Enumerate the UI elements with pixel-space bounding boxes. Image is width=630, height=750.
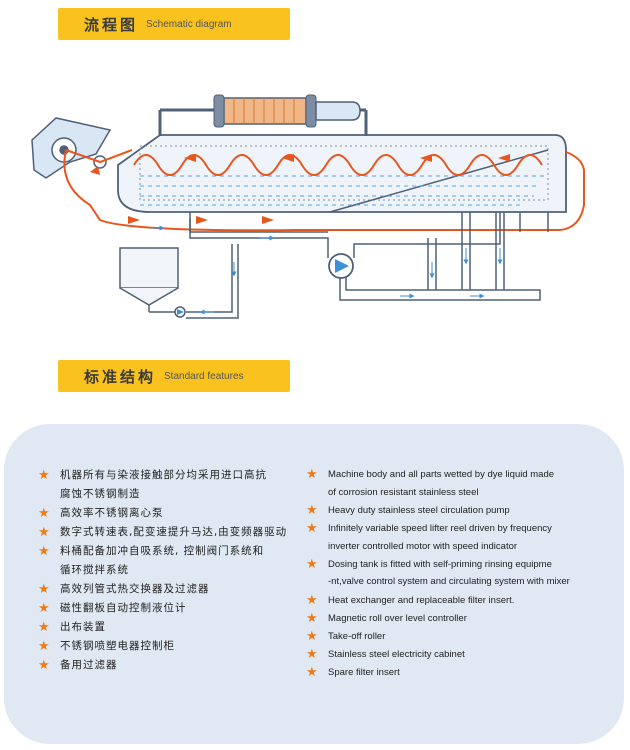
liquor-flow-arrows [150, 225, 503, 315]
feature-item: ★ Spare filter insert [306, 664, 618, 682]
feature-item: ★ 数字式转速表,配变速提升马达,由变频器驱动 [38, 523, 308, 542]
feature-item: ★ 高效率不锈钢离心泵 [38, 504, 308, 523]
feature-line: inverter controlled motor with speed ind… [328, 540, 518, 552]
feature-item: ★ 磁性翻板自动控制液位计 [38, 599, 308, 618]
feature-line: Machine body and all parts wetted by dye… [328, 469, 555, 480]
star-icon: ★ [306, 502, 318, 518]
star-icon: ★ [306, 647, 318, 663]
features-banner: 标准结构 Standard features [58, 360, 290, 392]
feature-item: ★ 高效列管式热交换器及过滤器 [38, 580, 308, 599]
feature-line: -nt,valve control system and circulating… [328, 576, 570, 588]
dyeing-tank [117, 134, 567, 213]
feature-line: 循环搅拌系统 [60, 564, 129, 576]
star-icon: ★ [38, 544, 51, 559]
feature-line: Heat exchanger and replaceable filter in… [328, 594, 515, 606]
feature-line: 机器所有与染液接触部分均采用进口高抗 [60, 469, 267, 481]
tank-supports [519, 212, 549, 232]
feature-line: 不锈钢喷塑电器控制柜 [60, 640, 175, 652]
feature-line: Magnetic roll over level controller [328, 612, 467, 624]
feature-line: 高效率不锈钢离心泵 [60, 507, 164, 519]
feature-line: Stainless steel electricity cabinet [328, 649, 465, 661]
features-title-en: Standard features [164, 370, 244, 382]
feature-item: ★ 料桶配备加冲自吸系统, 控制阀门系统和循环搅拌系统 [38, 542, 308, 580]
feature-item: ★ Infinitely variable speed lifter reel d… [306, 520, 618, 555]
dosing-tank [119, 247, 186, 318]
star-icon: ★ [306, 467, 318, 482]
star-icon: ★ [38, 658, 51, 673]
star-icon: ★ [38, 525, 51, 540]
fabric-direction-arrows [90, 154, 510, 224]
feature-item: ★ 出布装置 [38, 618, 308, 637]
star-icon: ★ [38, 582, 51, 597]
features-panel: ★ 机器所有与染液接触部分均采用进口高抗腐蚀不锈钢制造 ★ 高效率不锈钢离心泵 ★ 数字式… [4, 424, 624, 744]
feature-item: ★ Take-off roller [306, 628, 618, 646]
pump-icon [328, 253, 354, 279]
features-list-cn: ★ 机器所有与染液接触部分均采用进口高抗腐蚀不锈钢制造 ★ 高效率不锈钢离心泵 ★ 数字式… [38, 466, 308, 675]
circulation-piping [186, 212, 541, 319]
star-icon: ★ [38, 468, 51, 483]
feature-line: 数字式转速表,配变速提升马达,由变频器驱动 [60, 526, 288, 538]
star-icon: ★ [306, 556, 318, 572]
star-icon: ★ [38, 620, 51, 635]
feature-line: 料桶配备加冲自吸系统, 控制阀门系统和 [60, 545, 265, 557]
schematic-title-en: Schematic diagram [146, 18, 232, 30]
feature-line: Heavy duty stainless steel circulation p… [328, 504, 510, 516]
feature-item: ★ Dosing tank is fitted with self-priming… [306, 556, 618, 591]
feature-line: Dosing tank is fitted with self-priming … [328, 558, 552, 570]
schematic-diagram [31, 94, 585, 319]
feature-line: 磁性翻板自动控制液位计 [60, 602, 187, 614]
feature-item: ★ 机器所有与染液接触部分均采用进口高抗腐蚀不锈钢制造 [38, 466, 308, 504]
feature-item: ★ Heavy duty stainless steel circulation … [306, 502, 618, 520]
feature-item: ★ 不锈钢喷塑电器控制柜 [38, 637, 308, 656]
feature-line: 出布装置 [60, 621, 106, 633]
feature-line: of corrosion resistant stainless steel [328, 486, 479, 498]
feature-item: ★ Stainless steel electricity cabinet [306, 646, 618, 664]
feature-item: ★ Machine body and all parts wetted by dy… [306, 466, 618, 501]
star-icon: ★ [306, 665, 318, 681]
schematic-banner: 流程图 Schematic diagram [58, 8, 290, 40]
feature-line: 备用过滤器 [60, 659, 118, 671]
features-title-cn: 标准结构 [84, 367, 157, 386]
feature-item: ★ Heat exchanger and replaceable filter i… [306, 592, 618, 610]
feature-item: ★ 备用过滤器 [38, 656, 308, 675]
feature-item: ★ Magnetic roll over level controller [306, 610, 618, 628]
heat-exchanger [158, 94, 368, 136]
star-icon: ★ [38, 639, 51, 654]
star-icon: ★ [306, 628, 318, 644]
features-list-en: ★ Machine body and all parts wetted by dy… [306, 466, 618, 682]
feature-line: Spare filter insert [328, 667, 400, 679]
schematic-title-cn: 流程图 [84, 15, 139, 34]
feature-line: Take-off roller [328, 630, 386, 642]
fabric-path [63, 149, 585, 232]
star-icon: ★ [306, 592, 318, 608]
feature-line: 高效列管式热交换器及过滤器 [60, 583, 210, 595]
star-icon: ★ [306, 520, 318, 536]
star-icon: ★ [306, 610, 318, 626]
star-icon: ★ [38, 506, 51, 521]
feature-line: 腐蚀不锈钢制造 [60, 488, 141, 500]
feature-line: Infinitely variable speed lifter reel dr… [328, 522, 552, 534]
star-icon: ★ [38, 601, 51, 616]
